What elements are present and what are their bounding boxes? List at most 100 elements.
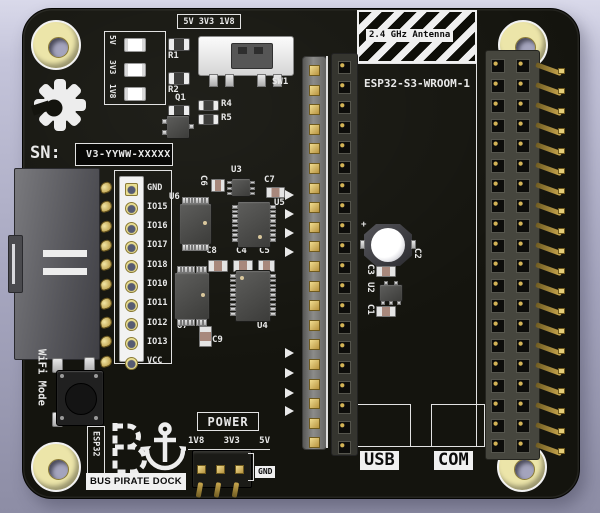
- refdes-r2: R2: [168, 85, 179, 95]
- pin1-dot: [240, 276, 244, 280]
- header-socket-hole: [491, 439, 505, 453]
- ic-pin: [227, 192, 232, 195]
- gpio-pin-hole: [125, 337, 138, 351]
- switch-knob-notch: [238, 47, 247, 54]
- pin-header-socket-left: [302, 56, 327, 450]
- header-socket-hole: [338, 161, 351, 174]
- header-pin-pad: [558, 88, 565, 94]
- gpio-socket-outline: [114, 170, 172, 364]
- refdes-r5: R5: [221, 113, 232, 123]
- header-pin: [309, 378, 320, 390]
- ic-pin: [381, 301, 385, 305]
- ic-pin: [162, 130, 167, 135]
- header-pin: [309, 339, 320, 351]
- button-corner-dot: [60, 416, 64, 420]
- ic-pin: [270, 288, 276, 292]
- header-socket-hole: [516, 99, 530, 113]
- idc-connector: [8, 168, 100, 360]
- header-socket-hole: [516, 379, 530, 393]
- header-socket-hole: [491, 259, 505, 273]
- serial-prefix: SN:: [30, 143, 61, 163]
- ic-pin: [227, 186, 232, 190]
- screw-hole-bore: [48, 459, 69, 480]
- header-socket-hole: [491, 139, 505, 153]
- header-socket-hole: [338, 221, 351, 234]
- header-socket-hole: [338, 281, 351, 294]
- header-pin: [309, 398, 320, 410]
- header-pin-pad: [558, 308, 565, 314]
- ic-pin: [232, 233, 238, 237]
- pin1-arrow-icon: [285, 190, 294, 200]
- ic-pin: [201, 244, 206, 251]
- header-socket-hole: [516, 259, 530, 273]
- header-socket-hole: [491, 339, 505, 353]
- ic-pin: [227, 181, 232, 184]
- refdes-u5: U5: [274, 198, 285, 208]
- header-pin-pad: [558, 368, 565, 374]
- ic-pin: [199, 319, 203, 326]
- ic-pin: [270, 307, 276, 311]
- header-pin-pad: [558, 268, 565, 274]
- header-socket-hole: [338, 261, 351, 274]
- ic-pin: [270, 293, 276, 297]
- refdes-c5: C5: [259, 246, 270, 256]
- refdes-c1: C1: [365, 304, 375, 315]
- header-pin-pad: [558, 328, 565, 334]
- header-pin-pad: [558, 388, 565, 394]
- ic-pin: [230, 288, 236, 292]
- idc-polarity-bar: [43, 268, 87, 275]
- gpio-pin-label: GND: [147, 182, 163, 193]
- ic-pin: [184, 266, 188, 273]
- ic-pin: [191, 319, 196, 326]
- header-socket-hole: [516, 79, 530, 93]
- led-package: [124, 38, 146, 52]
- pin-header-socket-mid: [331, 53, 358, 456]
- ic-pin: [177, 266, 181, 273]
- header-pin-pad: [558, 148, 565, 154]
- gpio-pin-label: IO12: [147, 317, 168, 328]
- ic-pin: [188, 197, 193, 204]
- refdes-r4: R4: [221, 99, 232, 109]
- ic-pin: [232, 238, 238, 242]
- ic-pin: [185, 244, 189, 251]
- button-corner-dot: [60, 374, 64, 378]
- ic-pin: [205, 197, 209, 204]
- power-title: POWER: [197, 412, 259, 431]
- header-socket-hole: [491, 279, 505, 293]
- ic-pin: [232, 214, 238, 218]
- ic-pin: [230, 278, 236, 283]
- resistor: [198, 114, 219, 125]
- header-socket-hole: [491, 59, 505, 73]
- header-socket-hole: [491, 379, 505, 393]
- capacitor: [199, 326, 212, 347]
- refdes-c4: C4: [236, 246, 247, 256]
- serial-number-box: V3-YYWW-XXXXX: [75, 143, 173, 166]
- resistor: [168, 38, 190, 51]
- refdes-c6: C6: [198, 175, 208, 186]
- header-socket-hole: [516, 219, 530, 233]
- ic-pin: [191, 244, 196, 251]
- wifi-mode-label: WiFi Mode: [35, 349, 48, 406]
- anchor-icon: [144, 422, 186, 471]
- ic-pin: [198, 244, 202, 251]
- ic-pin: [195, 244, 199, 251]
- usb-connector-outline: [356, 404, 411, 447]
- gpio-socket-body: [119, 176, 144, 370]
- resistor: [168, 72, 190, 85]
- button-corner-dot: [94, 374, 98, 378]
- refdes-c7: C7: [264, 175, 275, 185]
- ic-pin: [270, 297, 276, 302]
- ic-pin: [270, 302, 276, 306]
- refdes-u7: U7: [177, 321, 188, 331]
- header-socket-hole: [516, 199, 530, 213]
- led-pad: [360, 240, 365, 249]
- refdes-q1: Q1: [175, 93, 186, 103]
- header-pin-pad: [558, 428, 565, 434]
- ic-pin: [188, 319, 192, 326]
- switch-pin: [209, 74, 218, 87]
- ic-pin: [397, 301, 401, 305]
- header-socket-hole: [516, 319, 530, 333]
- header-socket-hole: [491, 199, 505, 213]
- slide-switch-sw1: [198, 36, 294, 87]
